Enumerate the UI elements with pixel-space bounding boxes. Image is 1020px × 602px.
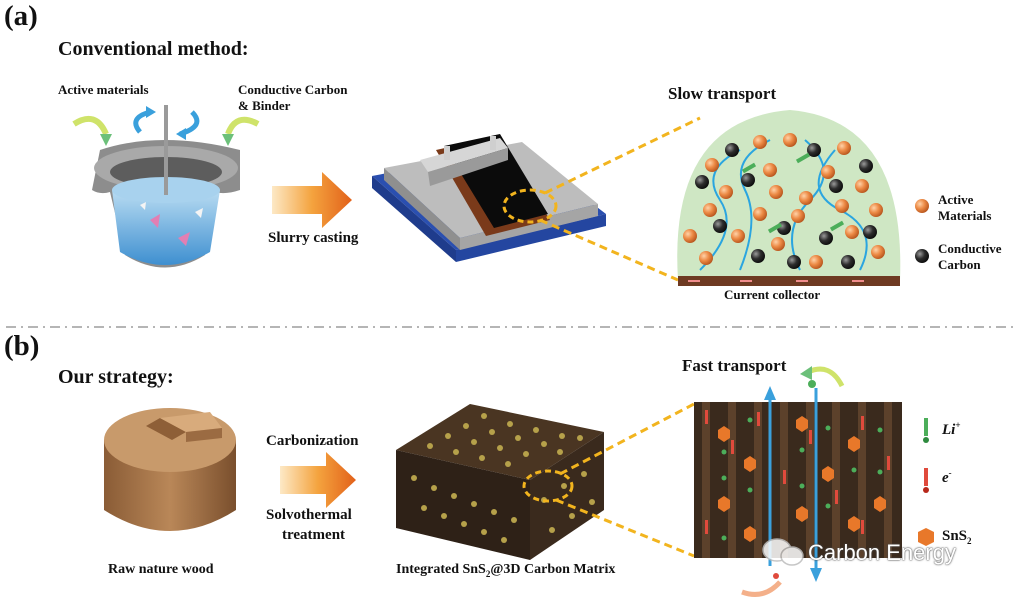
- label-carbonization: Carbonization: [266, 433, 359, 449]
- watermark-text: Carbon Energy: [808, 540, 956, 565]
- feed-arrow-left: [72, 115, 109, 136]
- zoom-circle-b: [522, 469, 574, 503]
- feed-arrow-right: [225, 116, 260, 136]
- label-conductive-carbon: Conductive Carbon: [238, 82, 348, 97]
- label-fast-transport: Fast transport: [682, 356, 787, 375]
- legend-li-label: Li+: [942, 420, 961, 438]
- label-binder: & Binder: [238, 98, 291, 113]
- carbon-matrix-block: [396, 404, 604, 560]
- bottom-curved-arrow: [741, 580, 782, 597]
- panel-a-heading: Conventional method:: [58, 38, 249, 60]
- label-treatment: treatment: [282, 527, 346, 543]
- label-slow-transport: Slow transport: [668, 84, 777, 103]
- legend-active-2: Materials: [938, 208, 992, 223]
- label-slurry-casting: Slurry casting: [268, 230, 359, 246]
- label-carbon-matrix: Integrated SnS2@3D Carbon Matrix: [396, 562, 616, 579]
- li-ion-markers-a: [741, 152, 845, 234]
- fast-transport-arrows: [764, 386, 822, 582]
- legend-li-icon: [923, 418, 929, 443]
- legend-active-1: Active: [938, 192, 974, 207]
- label-current-collector: Current collector: [724, 287, 821, 302]
- label-solvothermal: Solvothermal: [266, 507, 352, 523]
- panel-b-letter: (b): [4, 330, 40, 362]
- legend-sns2-icon: [918, 528, 934, 546]
- panel-b-heading: Our strategy:: [58, 366, 174, 388]
- label-active-materials: Active materials: [58, 82, 149, 97]
- label-raw-wood: Raw nature wood: [108, 562, 214, 577]
- conductive-carbon-particles: [695, 143, 877, 269]
- active-material-particles: [683, 133, 885, 269]
- legend-carbon-1: Conductive: [938, 241, 1002, 256]
- process-arrow-b: [280, 452, 356, 508]
- legend-electron-label: e-: [942, 468, 952, 486]
- mixing-beaker: [92, 105, 240, 268]
- panel-a-letter: (a): [4, 0, 38, 32]
- legend-sns2-label: SnS2: [942, 528, 972, 546]
- raw-wood-block: [104, 408, 236, 531]
- process-arrow-a: [272, 172, 352, 228]
- zoom-circle-a: [502, 188, 558, 224]
- legend-carbon-ball: [915, 249, 929, 263]
- legend-active-ball: [915, 199, 929, 213]
- channel-structure: [694, 402, 902, 558]
- watermark-logo: [762, 538, 804, 566]
- legend-electron-icon: [923, 468, 929, 493]
- casting-machine: [372, 134, 606, 262]
- legend-carbon-2: Carbon: [938, 257, 981, 272]
